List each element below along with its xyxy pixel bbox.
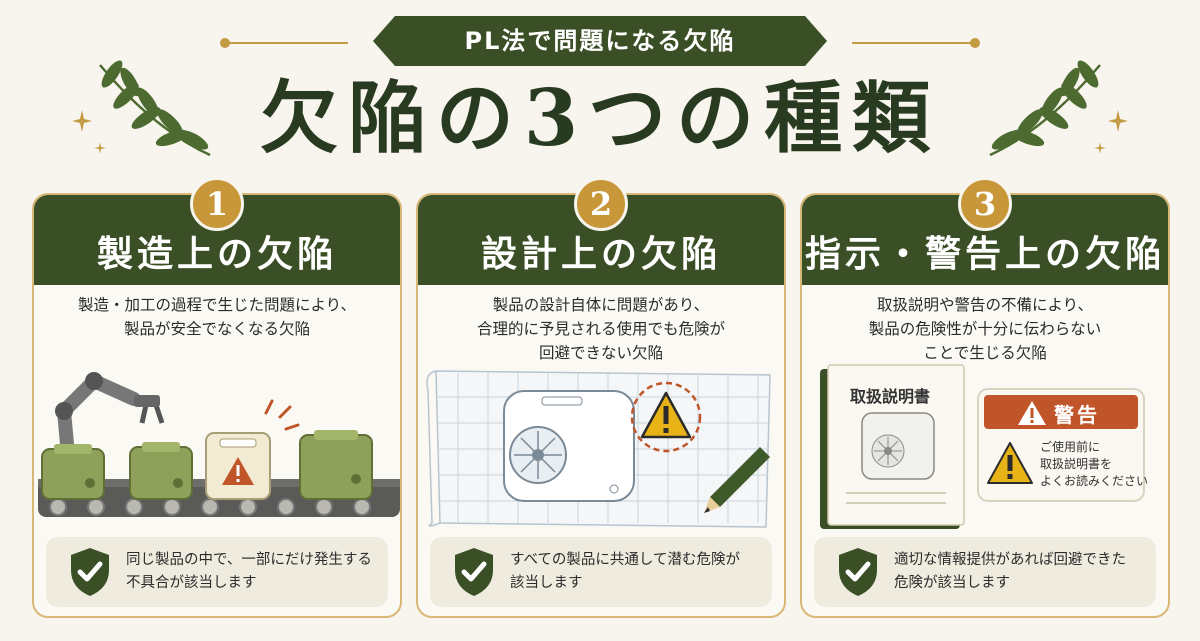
card-number-badge: 1	[190, 177, 244, 231]
card-description: 製品の設計自体に問題があり、 合理的に予見される使用でも危険が 回避できない欠陥	[428, 293, 774, 365]
card-warning-defect: 指示・警告上の欠陥 取扱説明や警告の不備により、 製品の危険性が十分に伝わらない…	[800, 193, 1170, 618]
ribbon-text: PL法で問題になる欠陥	[464, 27, 736, 55]
laurel-right-icon	[989, 60, 1101, 157]
note-line: 適切な情報提供があれば回避できた	[894, 552, 1126, 568]
card-description: 製造・加工の過程で生じた問題により、 製品が安全でなくなる欠陥	[44, 293, 390, 341]
manual-book-icon	[820, 364, 965, 529]
header-ribbon: PL法で問題になる欠陥	[373, 16, 827, 66]
description-line: 製造・加工の過程で生じた問題により、	[77, 296, 357, 314]
description-line: 製品の危険性が十分に伝わらない	[868, 320, 1102, 338]
note-line: すべての製品に共通して潜む危険が	[510, 552, 740, 568]
description-line: ことで生じる欠陥	[923, 344, 1047, 362]
card-note: 適切な情報提供があれば回避できた 危険が該当します	[814, 537, 1156, 607]
description-line: 取扱説明や警告の不備により、	[876, 296, 1094, 314]
manual-title: 取扱説明書	[850, 387, 931, 406]
note-line: 同じ製品の中で、一部にだけ発生する	[126, 552, 372, 568]
card-manufacturing-defect: 製造上の欠陥 製造・加工の過程で生じた問題により、 製品が安全でなくなる欠陥	[32, 193, 402, 618]
defective-product-icon	[205, 399, 300, 500]
laurel-left-icon	[99, 60, 211, 157]
header-rule-dot-right	[970, 38, 980, 48]
note-line: 不具合が該当します	[126, 575, 257, 591]
note-text: 同じ製品の中で、一部にだけ発生する 不具合が該当します	[126, 549, 386, 595]
warning-label-icon	[977, 388, 1145, 502]
card-number-badge: 3	[958, 177, 1012, 231]
card-title: 設計上の欠陥	[480, 234, 721, 275]
shield-check-icon	[455, 548, 493, 596]
card-header: 製造上の欠陥	[34, 195, 400, 285]
description-line: 製品が安全でなくなる欠陥	[123, 320, 310, 338]
note-line: 該当します	[510, 575, 583, 591]
page-title: 欠陥の3つの種類	[259, 73, 941, 164]
warning-label-heading: 警告	[1054, 403, 1100, 427]
header-rule-dot-left	[220, 38, 230, 48]
appliance-drawing-icon	[503, 390, 635, 502]
description-line: 製品の設計自体に問題があり、	[492, 296, 710, 314]
description-line: 回避できない欠陥	[538, 344, 663, 362]
manual-and-warning-illustration: 取扱説明書 警告 ご使用前に 取扱説明書を よくお読みください	[802, 361, 1168, 531]
card-title: 指示・警告上の欠陥	[804, 234, 1165, 275]
shield-check-icon	[71, 548, 109, 596]
warning-label-line: 取扱説明書を	[1040, 457, 1113, 471]
design-blueprint-illustration	[426, 370, 771, 528]
product-box-icon	[299, 430, 373, 500]
pencil-icon	[704, 447, 770, 513]
description-line: 合理的に予見される使用でも危険が	[476, 320, 725, 338]
card-number-badge: 2	[574, 177, 628, 231]
header-rule-right	[852, 42, 974, 44]
sparkle-left-icon	[72, 110, 106, 154]
warning-label-line: ご使用前に	[1040, 440, 1101, 454]
card-description: 取扱説明や警告の不備により、 製品の危険性が十分に伝わらない ことで生じる欠陥	[812, 293, 1158, 365]
warning-triangle-icon	[640, 391, 692, 439]
note-text: すべての製品に共通して潜む危険が 該当します	[510, 549, 770, 595]
shield-check-icon	[839, 548, 877, 596]
card-note: すべての製品に共通して潜む危険が 該当します	[430, 537, 772, 607]
sparkle-right-icon	[1094, 110, 1128, 154]
card-title: 製造上の欠陥	[96, 234, 337, 275]
product-box-icon	[129, 442, 193, 500]
note-text: 適切な情報提供があれば回避できた 危険が該当します	[894, 549, 1154, 595]
card-design-defect: 設計上の欠陥 製品の設計自体に問題があり、 合理的に予見される使用でも危険が 回…	[416, 193, 786, 618]
card-note: 同じ製品の中で、一部にだけ発生する 不具合が該当します	[46, 537, 388, 607]
header-rule-left	[226, 42, 348, 44]
note-line: 危険が該当します	[894, 575, 1010, 591]
product-box-icon	[41, 444, 105, 500]
factory-conveyor-illustration	[38, 372, 400, 517]
warning-label-line: よくお読みください	[1040, 474, 1149, 488]
